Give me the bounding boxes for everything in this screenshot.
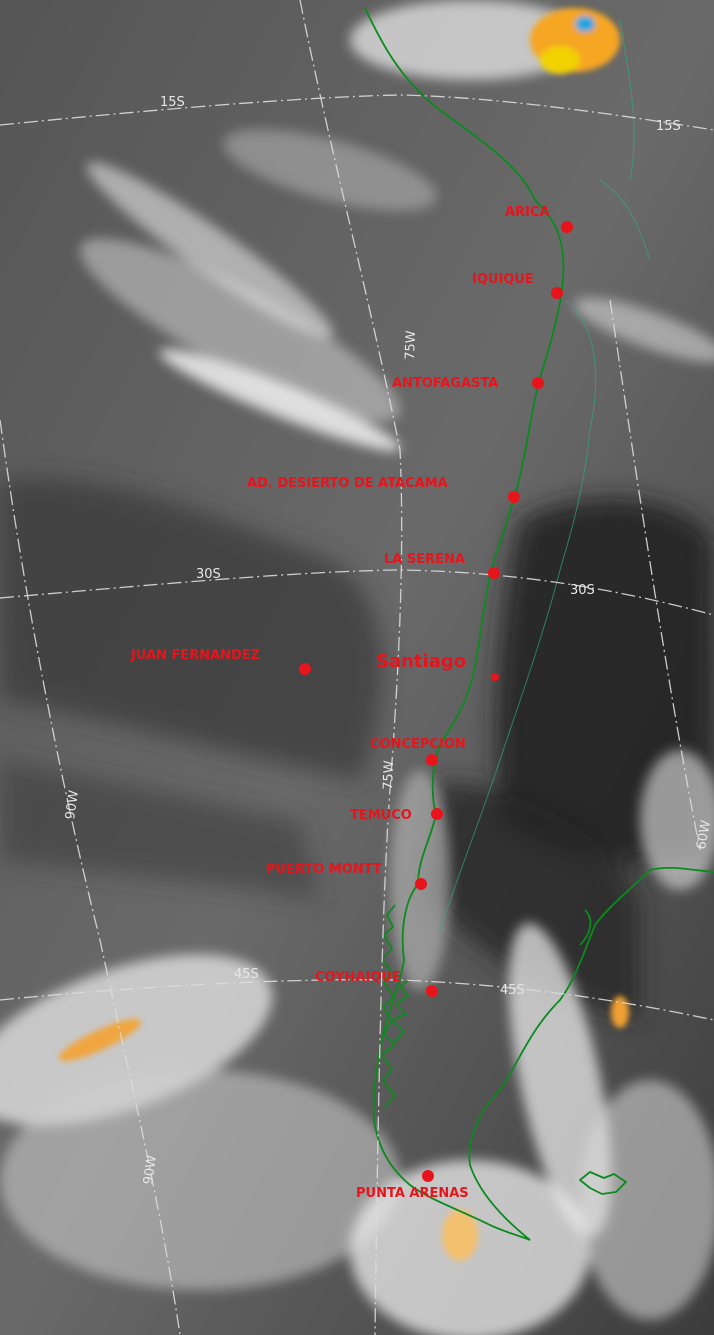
grid-label-45s-east: 45S [500, 983, 525, 998]
city-marker-temuco[interactable] [431, 808, 443, 820]
city-marker-la-serena[interactable] [488, 567, 500, 579]
grid-label-15s: 15S [160, 95, 185, 110]
grid-label-15s-east: 15S [656, 119, 681, 134]
city-label-coyhaique: COYHAIQUE [315, 970, 401, 985]
grid-labels: 15S 15S 30S 30S 45S 45S 75W 75W 90W 60W … [63, 95, 714, 1186]
grid-label-75w-south: 75W [381, 760, 397, 790]
grid-label-90w-north: 90W [63, 789, 82, 820]
city-marker-punta-arenas[interactable] [422, 1170, 434, 1182]
coastline [364, 7, 714, 1241]
city-marker-puerto-montt[interactable] [415, 878, 427, 890]
grid-label-60w: 60W [694, 819, 714, 851]
city-label-antofagasta: ANTOFAGASTA [392, 376, 498, 391]
city-labels: ARICA IQUIQUE ANTOFAGASTA AD. DESIERTO D… [130, 205, 550, 1201]
city-label-la-serena: LA SERENA [384, 552, 465, 567]
city-label-concepcion: CONCEPCION [370, 737, 466, 752]
grid-label-30s-east: 30S [570, 583, 595, 598]
grid-label-30s: 30S [196, 567, 221, 582]
city-label-punta-arenas: PUNTA ARENAS [356, 1186, 469, 1201]
city-label-juan-fernandez: JUAN FERNANDEZ [130, 648, 260, 663]
city-label-temuco: TEMUCO [350, 808, 412, 823]
city-label-santiago: Santiago [376, 651, 466, 672]
grid-label-90w-south: 90W [141, 1154, 160, 1185]
city-marker-antofagasta[interactable] [532, 377, 544, 389]
city-marker-iquique[interactable] [551, 287, 563, 299]
cold-cloud-tops [58, 8, 629, 1261]
city-label-iquique: IQUIQUE [472, 272, 534, 287]
city-marker-coyhaique[interactable] [426, 985, 438, 997]
city-marker-arica[interactable] [561, 221, 573, 233]
city-marker-santiago[interactable] [491, 673, 499, 681]
city-marker-atacama[interactable] [508, 491, 520, 503]
city-label-arica: ARICA [505, 205, 550, 220]
city-markers [299, 221, 573, 1182]
city-label-puerto-montt: PUERTO MONTT [266, 862, 382, 877]
city-marker-concepcion[interactable] [426, 754, 438, 766]
city-label-atacama: AD. DESIERTO DE ATACAMA [247, 476, 448, 491]
grid-label-45s: 45S [234, 967, 259, 982]
city-marker-juan-fernandez[interactable] [299, 663, 311, 675]
grid-label-75w-north: 75W [403, 330, 419, 360]
